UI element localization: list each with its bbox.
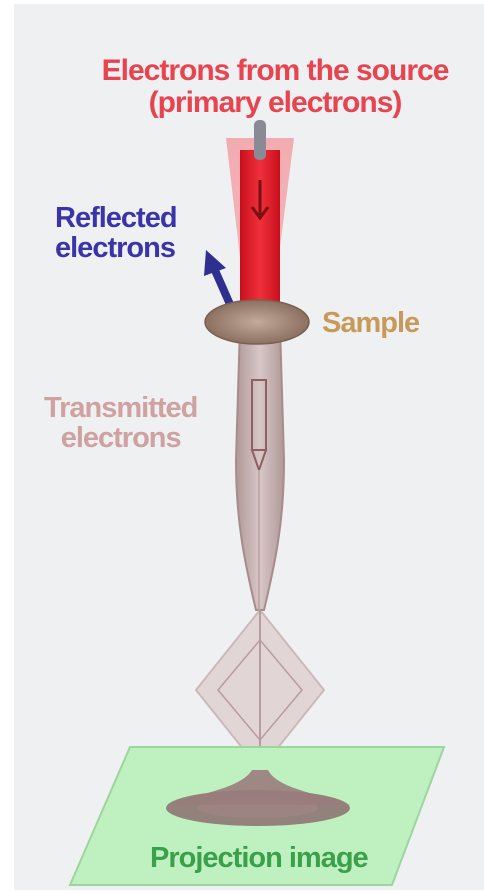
transmitted-label-line2: electrons	[44, 423, 197, 453]
reflected-label-line1: Reflected	[55, 203, 177, 233]
source-label-line1: Electrons from the source	[70, 55, 480, 87]
source-label-line2: (primary electrons)	[70, 87, 480, 119]
reflected-label-line2: electrons	[55, 233, 177, 263]
sample-disk	[205, 300, 309, 344]
sample-label: Sample	[322, 308, 419, 338]
transmitted-label-line1: Transmitted	[44, 393, 197, 423]
reflected-electrons-label: Reflected electrons	[55, 203, 177, 264]
projection-image-label: Projection image	[150, 843, 368, 873]
primary-beam	[226, 120, 294, 325]
transmitted-electrons-label: Transmitted electrons	[44, 393, 197, 454]
source-electrons-label: Electrons from the source (primary elect…	[70, 55, 480, 118]
